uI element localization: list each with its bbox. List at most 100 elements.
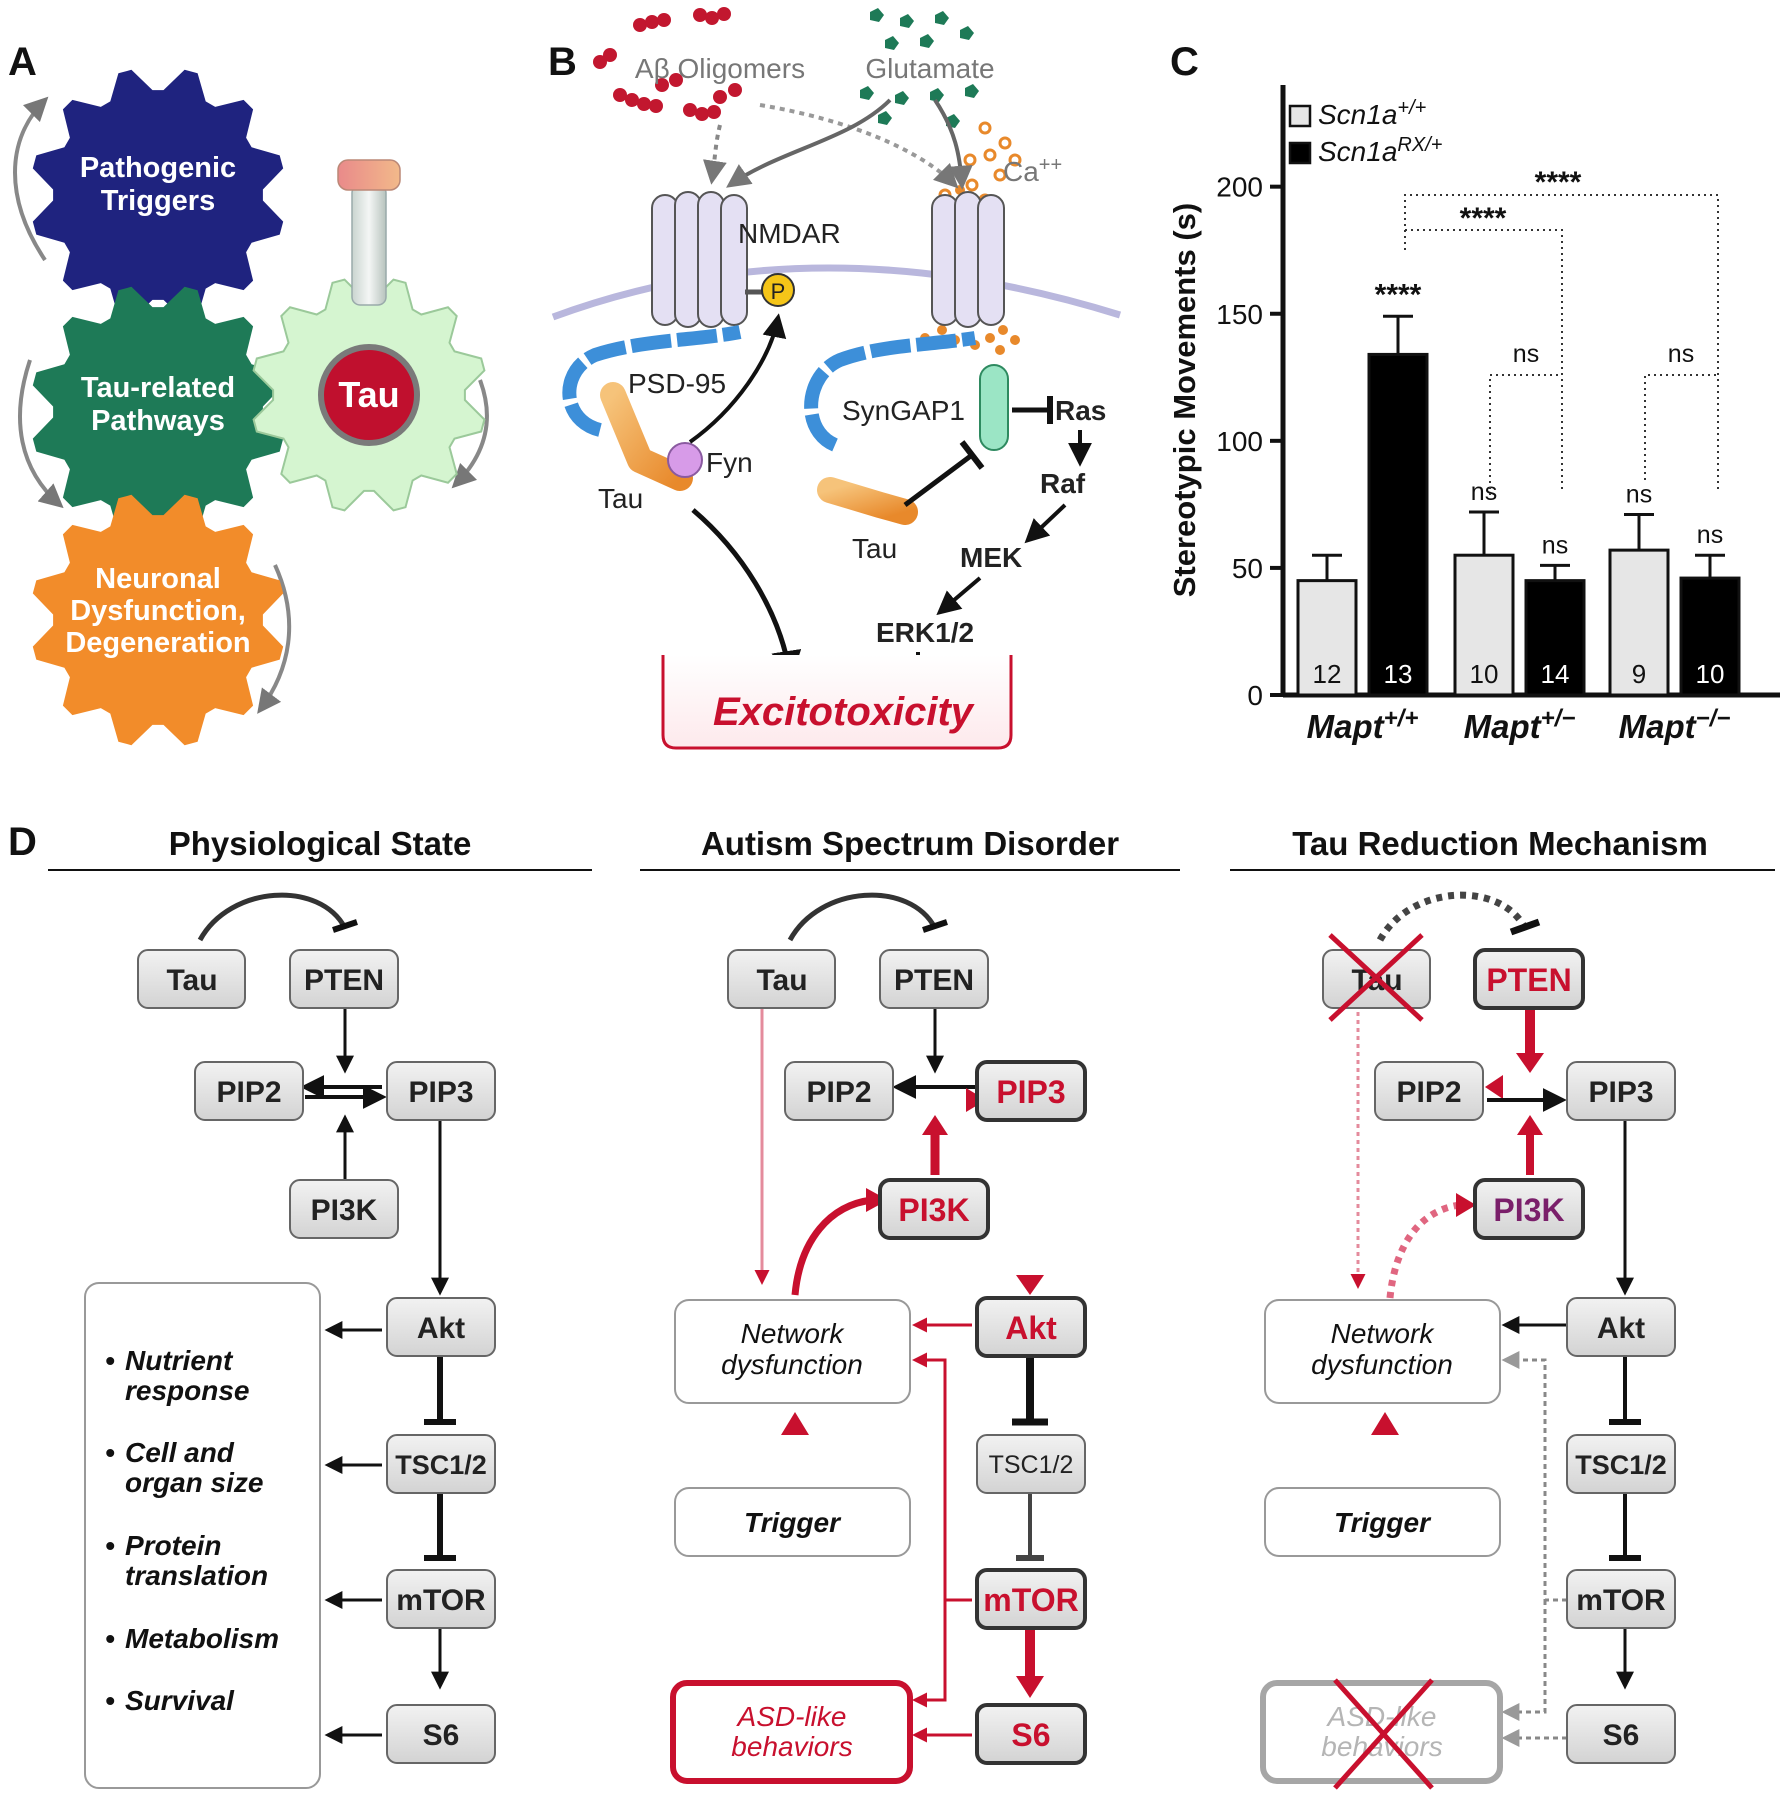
excitotoxicity-label: Excitotoxicity bbox=[713, 690, 975, 734]
arrowhead bbox=[1516, 1053, 1544, 1073]
node-akt bbox=[975, 1296, 1087, 1358]
gear2-label-line1: Tau-related bbox=[81, 372, 235, 404]
arrowhead bbox=[1016, 1676, 1044, 1698]
tau-inhibits-pten-dashed-arc bbox=[1376, 891, 1529, 942]
node-pi3k bbox=[289, 1179, 399, 1239]
receptor-right-icon bbox=[931, 191, 1005, 328]
bar-n-label: 10 bbox=[1696, 659, 1725, 689]
output-item: • bbox=[105, 1345, 115, 1376]
node-pip2-label: PIP2 bbox=[216, 1076, 281, 1109]
abeta-label: Aβ Oligomers bbox=[635, 53, 805, 84]
glutamate-to-receptor2-arrow bbox=[933, 98, 973, 190]
cycle-arrow-icon bbox=[13, 96, 49, 262]
bar-annotation: **** bbox=[1375, 278, 1422, 311]
inhibit-bar bbox=[1509, 918, 1541, 936]
output-item-line2: translation bbox=[125, 1560, 268, 1591]
fyn-label: Fyn bbox=[706, 447, 753, 478]
abeta-to-receptor2-arrow bbox=[759, 103, 959, 189]
node-s6-label: S6 bbox=[1011, 1717, 1050, 1753]
tau-gear-label: Tau bbox=[338, 374, 399, 415]
y-tick-label: 200 bbox=[1216, 172, 1263, 203]
network-line1: Network bbox=[741, 1318, 846, 1349]
trigger-label: Trigger bbox=[744, 1507, 842, 1538]
y-tick-label: 100 bbox=[1216, 426, 1263, 457]
gear2-label-line2: Pathways bbox=[91, 405, 225, 437]
x-category-label: Mapt+/+ bbox=[1307, 705, 1419, 745]
tau-right-label: Tau bbox=[852, 533, 897, 564]
asd-knockout-x-icon bbox=[1333, 1678, 1434, 1790]
cycle-arrow-icon bbox=[451, 379, 489, 489]
node-mtor bbox=[975, 1568, 1087, 1630]
panel-letter-a: A bbox=[8, 40, 37, 84]
node-tau-label: Tau bbox=[756, 964, 807, 997]
node-pi3k bbox=[1473, 1178, 1585, 1240]
glutamate-label: Glutamate bbox=[865, 53, 994, 84]
bar-annotation: ns bbox=[1542, 531, 1568, 559]
panel-d: Physiological State Autism Spectrum Diso… bbox=[48, 825, 1775, 1790]
bar-n-label: 9 bbox=[1632, 659, 1646, 689]
nmdar-label: NMDAR bbox=[738, 218, 841, 249]
node-pip3 bbox=[975, 1060, 1087, 1122]
arrowhead bbox=[922, 1115, 948, 1135]
membrane bbox=[551, 264, 1122, 321]
raf-label: Raf bbox=[1040, 468, 1086, 499]
node-tau bbox=[727, 949, 836, 1009]
network-dysfunction-box bbox=[1264, 1299, 1501, 1404]
psd95-right-scaffold-icon bbox=[804, 331, 977, 452]
mtor-to-asd-dashed bbox=[1501, 1600, 1547, 1721]
node-s6-label: S6 bbox=[423, 1719, 460, 1752]
network-line1: Network bbox=[1331, 1318, 1436, 1349]
gear3-label-line1: Neuronal bbox=[95, 563, 221, 595]
node-akt-label: Akt bbox=[417, 1312, 465, 1345]
outputs-box bbox=[84, 1282, 321, 1789]
psd95-label: PSD-95 bbox=[628, 368, 726, 399]
y-tick-label: 0 bbox=[1247, 680, 1263, 711]
fyn-to-p-arrow bbox=[688, 313, 787, 444]
sig-top1: **** bbox=[1535, 166, 1582, 199]
node-pten-label: PTEN bbox=[304, 964, 384, 997]
bar bbox=[1367, 352, 1429, 697]
node-pip3 bbox=[1566, 1061, 1676, 1121]
node-tsc-label: TSC1/2 bbox=[989, 1451, 1074, 1479]
arrowhead bbox=[866, 1188, 888, 1212]
node-mtor-label: mTOR bbox=[983, 1582, 1078, 1618]
bar bbox=[1296, 579, 1358, 697]
output-item-line1: Cell and bbox=[125, 1437, 235, 1468]
node-akt bbox=[1566, 1297, 1676, 1357]
node-pip2 bbox=[1374, 1061, 1484, 1121]
abeta-to-nmdar-arrow bbox=[702, 124, 727, 185]
cycle-arrow-icon bbox=[257, 564, 292, 714]
gear1-label-line2: Triggers bbox=[101, 185, 215, 217]
erk-label: ERK1/2 bbox=[876, 617, 974, 648]
node-tau bbox=[137, 949, 246, 1009]
bar-n-label: 14 bbox=[1541, 659, 1570, 689]
network-to-pi3k-arrow bbox=[791, 1196, 873, 1296]
node-akt-label: Akt bbox=[1597, 1312, 1645, 1345]
node-s6 bbox=[386, 1704, 496, 1764]
inhibit-bar bbox=[332, 919, 358, 933]
y-tick-label: 50 bbox=[1232, 553, 1263, 584]
y-axis-title: Stereotypic Movements (s) bbox=[1167, 203, 1202, 598]
output-item: • bbox=[105, 1530, 115, 1561]
output-item-line2: response bbox=[125, 1375, 250, 1406]
gear3-label-line3: Degeneration bbox=[65, 627, 250, 659]
panel-letter-d: D bbox=[8, 820, 37, 864]
trigger-box bbox=[1264, 1487, 1501, 1557]
arrowhead bbox=[781, 1412, 809, 1435]
nmdar-receptor-icon bbox=[651, 191, 748, 328]
node-akt-label: Akt bbox=[1005, 1310, 1057, 1346]
legend-label-rx: Scn1aRX/+ bbox=[1318, 134, 1442, 167]
mtor-to-network-dashed bbox=[1501, 1351, 1567, 1602]
output-item-line2: organ size bbox=[125, 1467, 263, 1498]
node-pip3-label: PIP3 bbox=[408, 1076, 473, 1109]
gear1-label-line1: Pathogenic bbox=[80, 152, 236, 184]
node-pip2-label: PIP2 bbox=[1396, 1076, 1461, 1109]
bar-annotation: ns bbox=[1697, 521, 1723, 549]
psd95-scaffold-icon bbox=[562, 325, 742, 437]
node-akt bbox=[386, 1297, 496, 1357]
bar-annotation: ns bbox=[1471, 478, 1497, 506]
ras-label: Ras bbox=[1055, 395, 1106, 426]
